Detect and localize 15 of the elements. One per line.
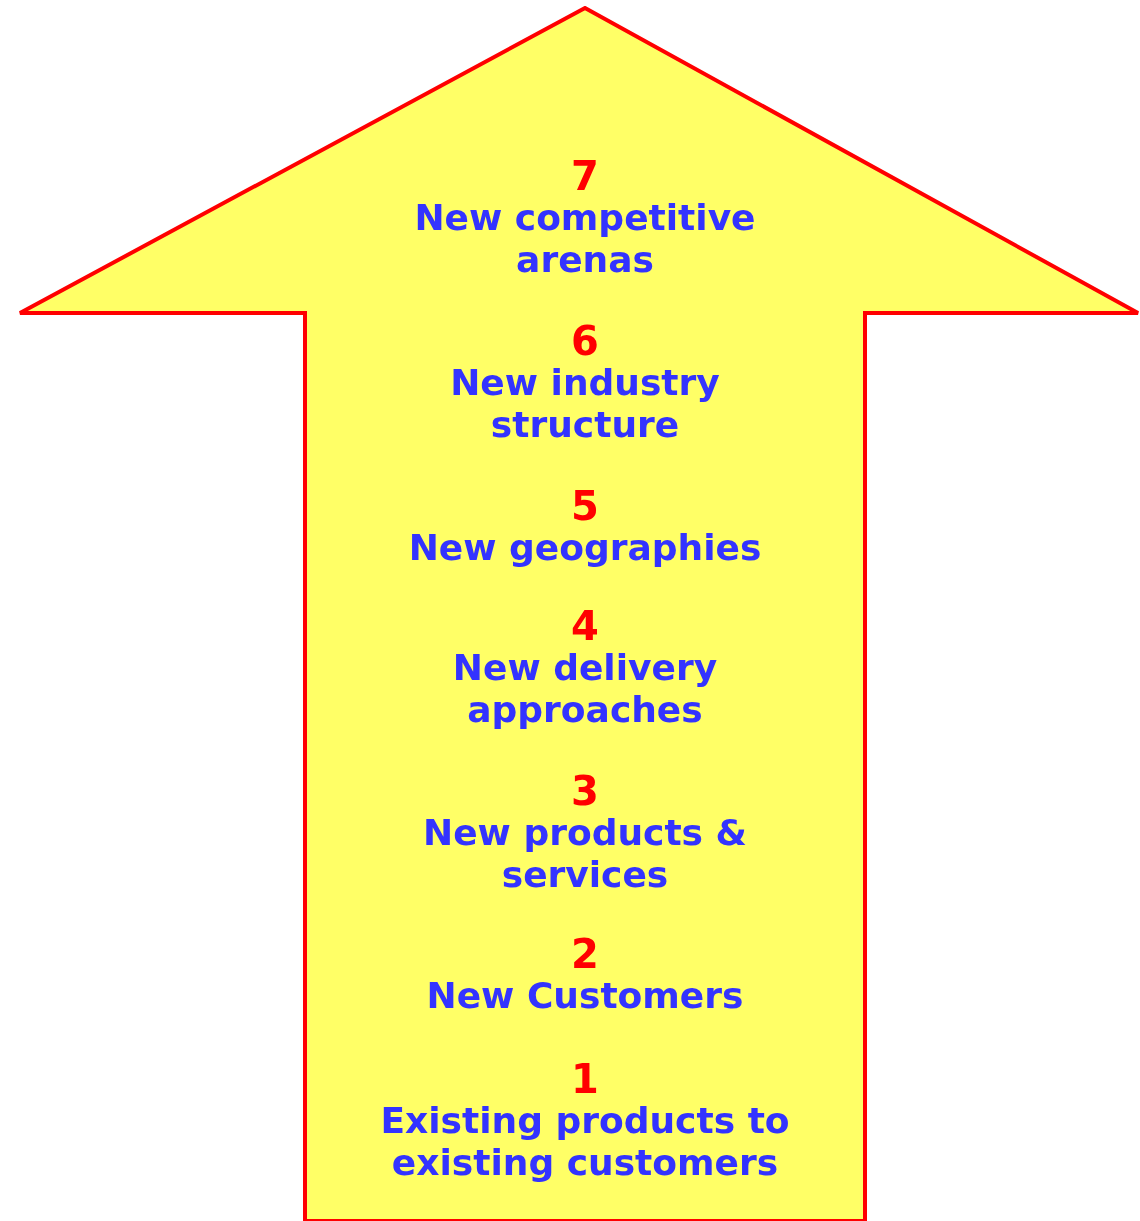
step-number: 2 <box>570 933 600 975</box>
step-number: 1 <box>570 1058 600 1100</box>
step-label: New products & services <box>422 812 748 896</box>
step-number: 7 <box>570 155 600 197</box>
step-label: New industry structure <box>449 362 721 446</box>
step-label: Existing products to existing customers <box>379 1100 791 1184</box>
step-label: New competitive arenas <box>413 197 757 281</box>
step-label: New Customers <box>425 975 745 1017</box>
step-number: 6 <box>570 320 600 362</box>
step-number: 5 <box>570 485 600 527</box>
step-label: New delivery approaches <box>451 647 719 731</box>
arrow-shape <box>18 6 1140 1221</box>
step-number: 4 <box>570 605 600 647</box>
step-number: 3 <box>570 770 600 812</box>
step-label: New geographies <box>407 527 763 569</box>
